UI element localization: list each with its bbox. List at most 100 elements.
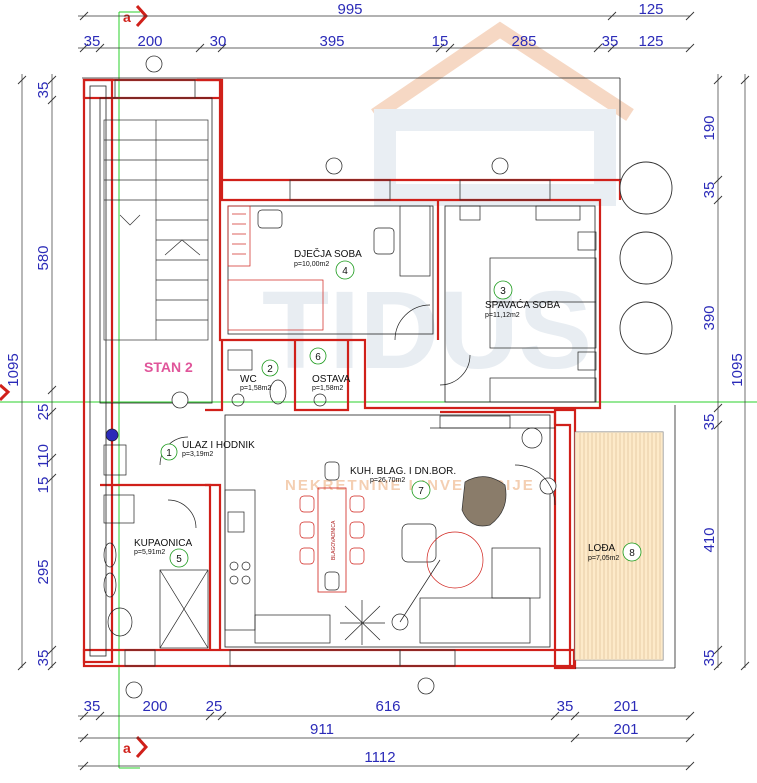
sink-icon [103, 572, 117, 598]
dim-top-seg: 35 [84, 33, 101, 50]
dim-bottom-seg: 35 [84, 698, 101, 715]
chair-icon [373, 227, 395, 255]
dining-table: BLAGOVAONICA [299, 461, 365, 593]
dim-left-seg: 35 [35, 82, 52, 99]
dim-bottom-seg: 25 [206, 698, 223, 715]
dim-tick [217, 43, 227, 53]
chair-icon [299, 521, 315, 539]
dim-tick [95, 711, 105, 721]
wall-right-lower [553, 408, 577, 670]
dim-bottom-sub-right: 201 [613, 721, 638, 738]
dim-top-seg: 200 [137, 33, 162, 50]
dim-tick [713, 195, 723, 205]
plant-icon [340, 600, 385, 645]
room-name: ULAZ I HODNIK [182, 440, 255, 451]
armchair-icon [461, 476, 507, 527]
wall-bedrooms [220, 180, 602, 410]
room-name: KUH. BLAG. I DN.BOR. [350, 466, 456, 477]
coffee-table-icon [491, 547, 541, 599]
stair-arrow-icon [119, 214, 141, 226]
bathroom-furniture [103, 494, 209, 649]
tv-console-icon [439, 415, 511, 429]
dim-tick [47, 407, 57, 417]
dim-top-seg: 15 [432, 33, 449, 50]
dim-right-seg: 35 [701, 182, 718, 199]
dim-tick [95, 43, 105, 53]
windows [114, 79, 551, 667]
dim-right-seg: 35 [701, 650, 718, 667]
meter-icon [103, 444, 127, 476]
door-swing-icon [394, 304, 431, 341]
dim-tick [685, 11, 695, 21]
dimension-lines [21, 15, 746, 767]
dim-left-seg: 580 [35, 245, 52, 270]
dim-tick [713, 403, 723, 413]
room-area: p=10,00m2 [294, 261, 329, 268]
nightstand-icon [577, 231, 597, 251]
watermark-house-icon [374, 109, 616, 206]
watermark-text: TIDUS [262, 269, 592, 392]
dim-right-seg: 410 [701, 527, 718, 552]
room-3: 3 SPAVAĆA SOBA p=11,12m2 [485, 280, 560, 319]
room-number: 8 [629, 548, 635, 559]
wall-bathroom [100, 483, 212, 650]
loggia-floor [574, 431, 664, 661]
nightstand-icon [577, 351, 597, 371]
dim-tick [47, 75, 57, 85]
wall-kitchen-left [205, 483, 222, 650]
desk-icon [399, 205, 431, 277]
window-bottom-living [399, 649, 456, 667]
bed-icon [227, 279, 324, 331]
room-5: 5 KUPAONICA p=5,91m2 [134, 538, 192, 568]
kitchen-sink-icon [227, 511, 245, 533]
wardrobe-icon [227, 205, 251, 267]
staircase [103, 119, 209, 341]
axis-lines: a a [0, 4, 757, 769]
dim-tick [570, 711, 580, 721]
dim-tick [445, 43, 455, 53]
window-stairs [114, 79, 196, 99]
armchair-icon [401, 523, 437, 563]
wall-storage [293, 340, 350, 412]
wall-bottom [82, 648, 576, 668]
dim-tick [17, 661, 27, 671]
wall-living-top [440, 410, 557, 425]
double-bed-icon [489, 257, 597, 349]
dim-tick [685, 711, 695, 721]
dim-tick [195, 43, 205, 53]
window-children [289, 179, 391, 201]
wall-loggia [555, 423, 572, 665]
room-1: 1 ULAZ I HODNIK p=3,19m2 [160, 440, 255, 461]
tree-icon [619, 301, 673, 355]
rug-icon [426, 531, 484, 589]
dims-top: 995 125 35 200 30 395 15 285 35 125 [84, 1, 664, 50]
dims-bottom: 35 200 25 616 35 201 911 201 1112 [84, 698, 639, 766]
room-4: 4 DJEČJA SOBA p=10,00m2 [294, 247, 362, 280]
tree-icon [619, 231, 673, 285]
dining-table-label: BLAGOVAONICA [331, 520, 337, 560]
room-area: p=3,19m2 [182, 451, 213, 458]
dim-left-seg: 15 [35, 477, 52, 494]
kitchen-counter-icon [224, 489, 256, 631]
dim-tick [79, 761, 89, 771]
cabinet-icon [103, 494, 135, 524]
dim-left-seg: 35 [35, 650, 52, 667]
dim-bottom-seg: 35 [557, 698, 574, 715]
chair-icon [349, 495, 365, 513]
shower-icon [159, 569, 209, 649]
room-name: WC [240, 374, 257, 385]
dim-top-seg: 35 [602, 33, 619, 50]
room-number: 5 [176, 554, 182, 565]
wall-markers [125, 55, 557, 699]
dim-left-seg: 295 [35, 559, 52, 584]
wall-left-outer [82, 78, 114, 664]
dim-tick [685, 733, 695, 743]
room-number: 4 [342, 266, 348, 277]
dim-top-seg: 395 [319, 33, 344, 50]
dim-tick [713, 420, 723, 430]
stair-arrow-up-icon [164, 239, 201, 256]
dim-tick [607, 11, 617, 21]
dim-right-seg: 35 [701, 414, 718, 431]
wardrobe-icon [489, 377, 597, 403]
dim-tick [713, 645, 723, 655]
